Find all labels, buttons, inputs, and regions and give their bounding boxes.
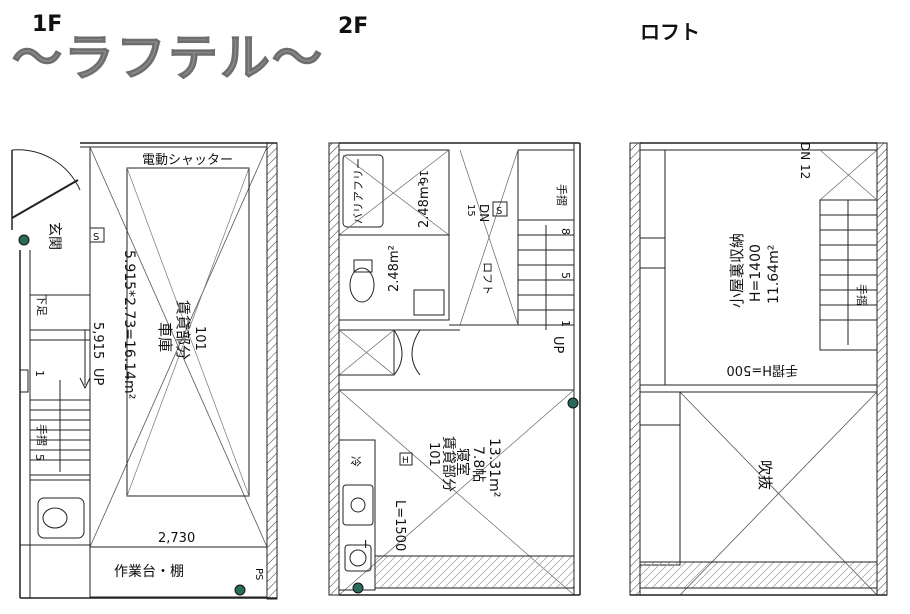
floor1-handrail-label: 手摺 [35, 424, 49, 446]
floor2-labels: バリアフリー 2.48m² 16 2.48m² ロフト 15 DN 8 5 1 … [349, 158, 572, 551]
loft-storage-label: 小屋裏収納 [728, 233, 746, 308]
loft-handrail-side-label: 手摺 [855, 284, 869, 306]
property-name-title: 〜ラフテル〜 [12, 29, 324, 88]
floor1-rental-label: 賃貸部分 [174, 300, 192, 360]
pipe-space-label: PS [253, 568, 264, 580]
bedroom-area-label: 13.31m² [486, 438, 502, 497]
floor1-labels: 電動シャッター 101 賃貸部分 車庫 5.915*2.73=16.14m² 5… [33, 153, 264, 580]
toilet-area-label: 2.48m² [387, 245, 402, 292]
floor2-s-mark: S [496, 206, 502, 217]
loft-area-label: 11.64m² [766, 245, 782, 304]
shutter-label: 電動シャッター [142, 153, 233, 168]
bath-number: 16 [417, 170, 430, 184]
tatami-label: 7.8帖 [470, 446, 486, 482]
loft-header: ロフト [640, 20, 700, 44]
floor2-handrail-label: 手摺 [555, 184, 569, 206]
floor2-up-label: UP [550, 336, 565, 354]
entrance-label: 玄関 [46, 222, 63, 250]
workbench-label: 作業台・棚 [114, 564, 184, 580]
floor1-up-label: UP [90, 368, 105, 386]
stair-step-1: 1 [559, 320, 572, 327]
floor2-loft-label: ロフト [481, 262, 494, 295]
void-label: 吹抜 [756, 460, 774, 490]
floor1-step-bottom: 5 [33, 454, 46, 461]
floor2-rental-label: 賃貸部分 [440, 436, 456, 492]
barrier-free-label: バリアフリー [352, 158, 365, 224]
loft-handrail-bottom-label: 手摺H=500 [727, 362, 798, 377]
h-mark: H [402, 456, 409, 466]
loft-height-label: H=1400 [748, 244, 764, 302]
floor2-plan [328, 142, 581, 596]
floor2-dn-label: DN [477, 204, 491, 222]
floor2-dn-number: 15 [465, 204, 476, 217]
counter-length-label: L=1500 [392, 500, 407, 551]
floor1-header: 1F [32, 12, 63, 37]
floor1-s-mark: S [93, 232, 99, 243]
floor1-width-dimension: 2,730 [158, 531, 195, 546]
loft-plan [629, 142, 888, 596]
loft-dn-label: DN 12 [798, 142, 812, 179]
stair-step-5: 5 [559, 272, 572, 279]
garage-label: 車庫 [156, 322, 174, 352]
floor1-east-wall [266, 142, 278, 600]
washer-mark: I [364, 538, 367, 551]
loft-east-wall [876, 142, 888, 596]
floor2-unit-label: 101 [426, 442, 441, 467]
shoe-box-label: 下足 [35, 294, 48, 316]
floor2-west-wall [328, 142, 340, 596]
floor1-step-top: 1 [33, 370, 46, 377]
floor1-plan [11, 142, 278, 600]
garage-area-label: 5.915*2.73=16.14m² [121, 250, 137, 399]
floor1-height-dimension: 5,915 [90, 322, 105, 359]
fridge-label: 冷 [349, 456, 362, 467]
loft-west-wall [629, 142, 641, 596]
bath-area-label: 2.48m² [417, 181, 432, 228]
bedroom-label: 寝室 [454, 448, 471, 476]
stair-step-8: 8 [559, 228, 572, 235]
floor2-header: 2F [338, 14, 369, 39]
loft-labels: 小屋裏収納 H=1400 11.64m² DN 12 手摺 手摺H=500 吹抜 [727, 142, 869, 490]
floor1-unit-label: 101 [192, 326, 207, 351]
